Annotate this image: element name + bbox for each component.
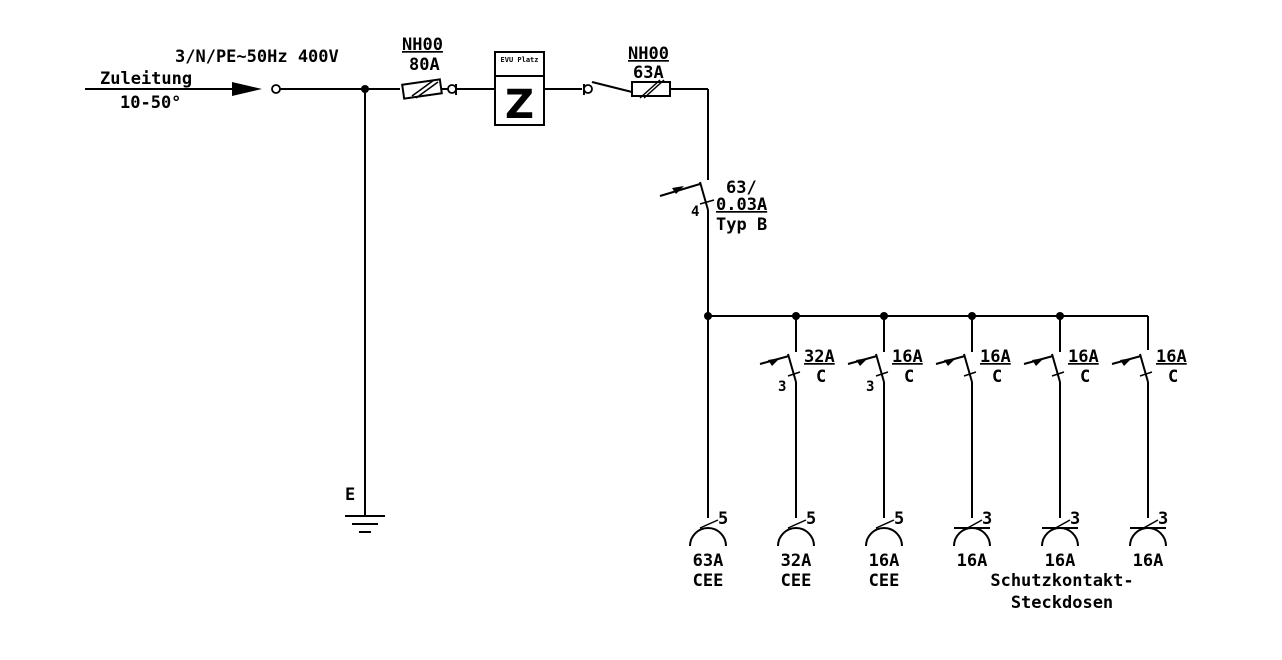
- breaker-1: 3 32A C: [759, 316, 835, 518]
- outlet-poles: 3: [1070, 509, 1080, 529]
- outlet-rating: 16A: [957, 551, 988, 571]
- main-fuse-type: NH00: [402, 35, 443, 55]
- distribution-bus: [704, 312, 1149, 518]
- breaker-curve: C: [992, 367, 1002, 387]
- breaker-rating: 16A: [1068, 347, 1099, 367]
- outlet-6: 3 16A: [1129, 509, 1168, 571]
- outlet-rating: 16A: [1133, 551, 1164, 571]
- earth-label: E: [345, 485, 355, 505]
- breakers: 3 32A C 3 16A C 16A C: [759, 316, 1187, 518]
- outlet-poles: 5: [718, 509, 728, 529]
- meter-box: EVU Platz Z: [494, 51, 593, 128]
- sub-fuse-rating: 63A: [633, 63, 664, 83]
- outlet-rating: 16A: [1045, 551, 1076, 571]
- outlet-type: CEE: [693, 571, 724, 591]
- main-fuse-rating: 80A: [409, 55, 440, 75]
- rcd-type: Typ B: [716, 215, 767, 235]
- meter-symbol: Z: [505, 82, 534, 128]
- outlet-5: 3 16A: [1041, 509, 1080, 571]
- outlet-rating: 32A: [781, 551, 812, 571]
- outlet-rating: 16A: [869, 551, 900, 571]
- terminal-icon: [271, 84, 281, 94]
- outlet-3: 5 16A CEE: [865, 509, 904, 591]
- outlet-poles: 3: [982, 509, 992, 529]
- rcd-rating: 63/: [726, 178, 757, 198]
- outlet-poles: 5: [894, 509, 904, 529]
- breaker-poles: 3: [866, 379, 874, 395]
- outlet-1: 5 63A CEE: [689, 509, 728, 591]
- schuko-label-line1: Schutzkontakt-: [990, 571, 1133, 591]
- breaker-rating: 32A: [804, 347, 835, 367]
- supply-label: Zuleitung: [100, 69, 192, 89]
- breaker-curve: C: [1080, 367, 1090, 387]
- outlet-poles: 3: [1158, 509, 1168, 529]
- outlets: 5 63A CEE 5 32A CEE 5 16A CEE 3 16A: [689, 509, 1168, 613]
- outlet-4: 3 16A: [953, 509, 992, 571]
- schuko-label-line2: Steckdosen: [1011, 593, 1113, 613]
- breaker-curve: C: [816, 367, 826, 387]
- breaker-4: 16A C: [1023, 316, 1099, 518]
- outlet-type: CEE: [781, 571, 812, 591]
- breaker-rating: 16A: [980, 347, 1011, 367]
- breaker-curve: C: [904, 367, 914, 387]
- supply-feed: Zuleitung 10-50° 3/N/PE~50Hz 400V: [85, 47, 339, 113]
- breaker-rating: 16A: [892, 347, 923, 367]
- outlet-type: CEE: [869, 571, 900, 591]
- sub-fuse-type: NH00: [628, 44, 669, 64]
- sub-fuse: NH00 63A: [591, 44, 709, 180]
- breaker-2: 3 16A C: [847, 316, 923, 518]
- outlet-poles: 5: [806, 509, 816, 529]
- rcd-poles: 4: [691, 204, 699, 220]
- breaker-rating: 16A: [1156, 347, 1187, 367]
- rcd-sensitivity: 0.03A: [716, 195, 767, 215]
- meter-header: EVU Platz: [501, 56, 539, 64]
- supply-cable: 10-50°: [120, 93, 181, 113]
- supply-system: 3/N/PE~50Hz 400V: [175, 47, 339, 67]
- breaker-curve: C: [1168, 367, 1178, 387]
- arrow-icon: [232, 82, 262, 96]
- outlet-2: 5 32A CEE: [777, 509, 816, 591]
- breaker-3: 16A C: [935, 316, 1011, 518]
- rcd-switch: 4 63/ 0.03A Typ B: [659, 178, 767, 316]
- main-fuse: NH00 80A: [401, 35, 494, 100]
- breaker-poles: 3: [778, 379, 786, 395]
- earth-branch: E: [345, 89, 385, 533]
- breaker-5: 16A C: [1111, 347, 1187, 518]
- outlet-rating: 63A: [693, 551, 724, 571]
